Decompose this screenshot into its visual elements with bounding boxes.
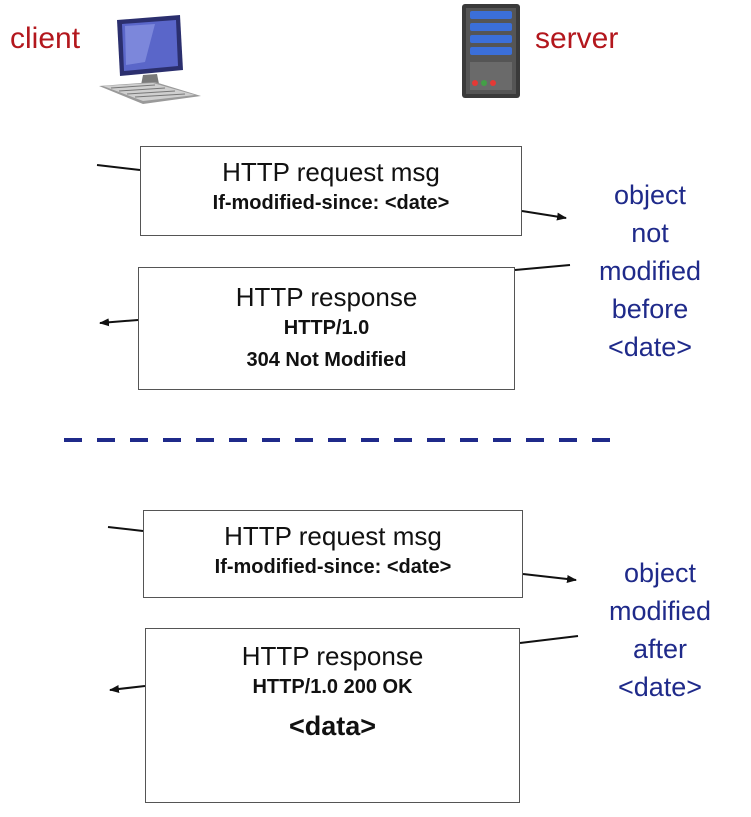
request-header-line: If-modified-since: <date> [212,192,450,214]
response-title: HTTP response [241,641,424,671]
note-modified: object modified after <date> [590,554,730,706]
note-line: <date> [617,672,703,702]
request-box-not-modified: HTTP request msg If-modified-since: <dat… [140,146,522,236]
note-line: object [613,180,687,210]
note-line: not [631,218,669,248]
response-body: <data> [288,711,377,741]
client-label: client [10,22,81,55]
response-status-line: HTTP/1.0 [283,317,370,339]
request-title: HTTP request msg [224,521,442,551]
request-arrow-in-2 [107,526,144,532]
response-box-modified: HTTP response HTTP/1.0 200 OK <data> [145,628,520,803]
request-box-modified: HTTP request msg If-modified-since: <dat… [143,510,523,598]
request-title: HTTP request msg [222,157,440,187]
note-line: modified [608,596,712,626]
request-arrow-out-2 [522,573,577,583]
note-line: after [632,634,688,664]
response-status-code: 304 Not Modified [246,349,407,371]
request-arrow-in-1 [96,164,141,171]
note-line: modified [598,256,702,286]
note-line: <date> [607,332,693,362]
response-arrow-in-2 [519,635,579,644]
note-line: object [623,558,697,588]
response-arrow-out-2 [109,685,146,693]
response-arrow-in-1 [514,264,571,271]
request-header-line: If-modified-since: <date> [214,556,452,578]
server-label: server [535,22,619,55]
response-arrow-out-1 [99,318,139,327]
request-arrow-out-1 [521,210,567,221]
note-line: before [611,294,689,324]
response-status-line: HTTP/1.0 200 OK [252,676,413,698]
desktop-computer-icon [99,15,201,104]
response-title: HTTP response [235,282,418,312]
server-rack-icon [462,4,520,98]
response-box-not-modified: HTTP response HTTP/1.0 304 Not Modified [138,267,515,390]
note-not-modified: object not modified before <date> [580,176,720,366]
